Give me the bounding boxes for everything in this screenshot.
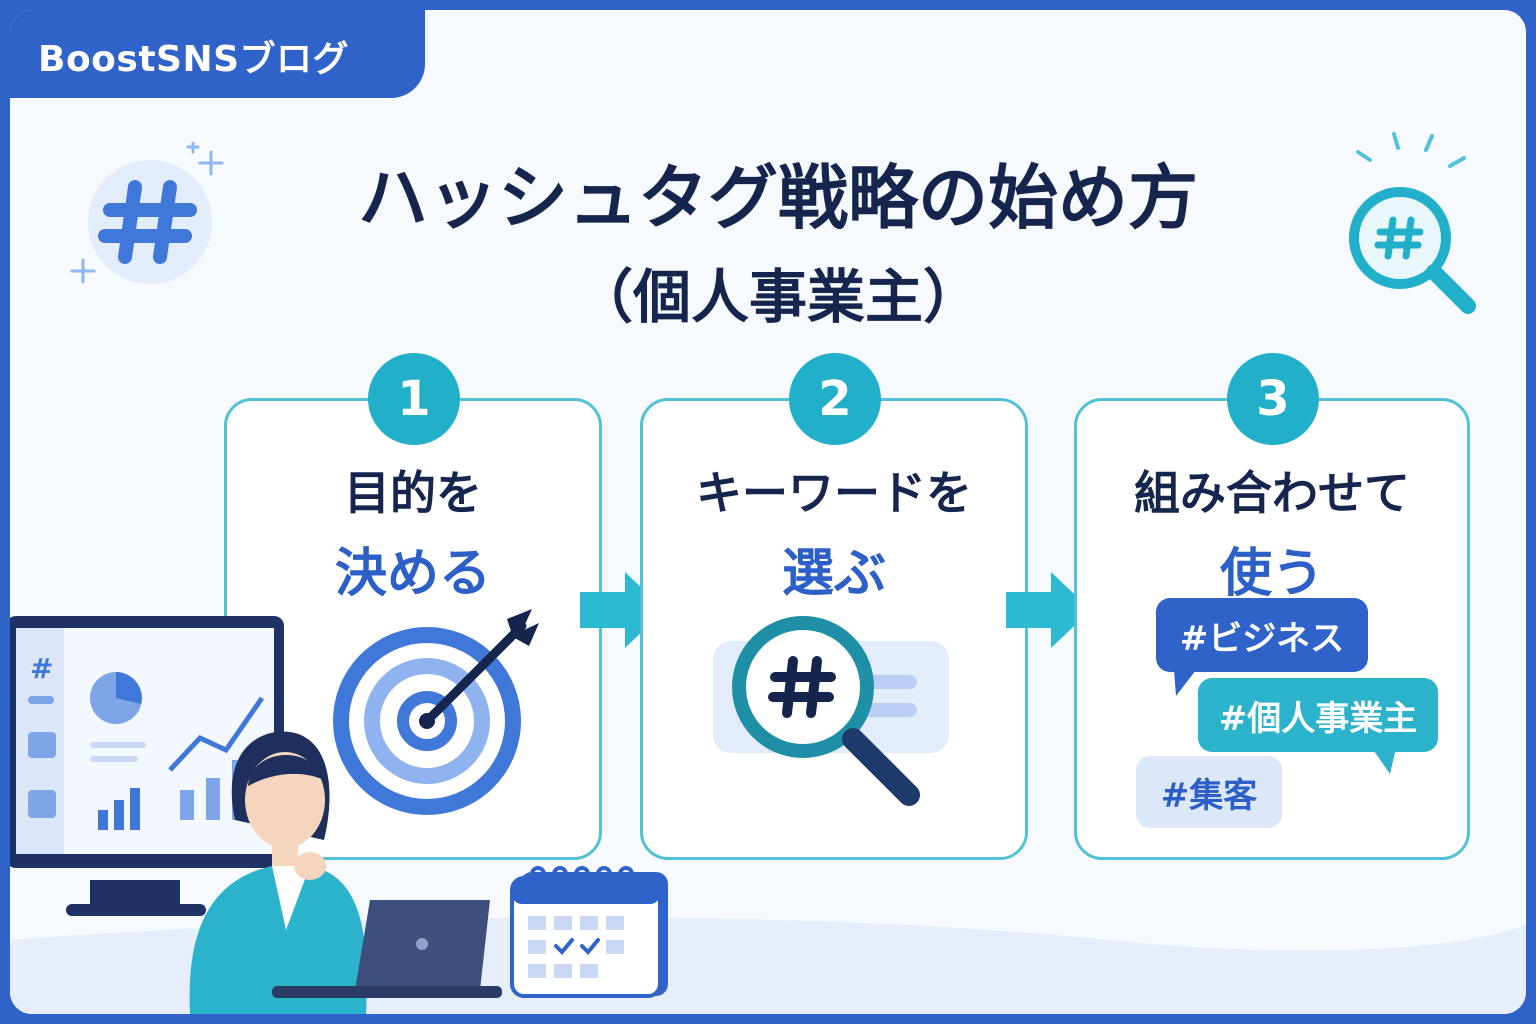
hashtag-chip-sole-proprietor[interactable]: #個人事業主	[1198, 678, 1438, 752]
step-number-1: 1	[368, 353, 460, 445]
page-subtitle: （個人事業主）	[574, 263, 981, 331]
magnifier-hashtag-icon	[713, 616, 949, 806]
infographic-frame: BoostSNSブログ ハッシュタグ戦略の始め方 （個人事業主）	[10, 10, 1526, 1014]
page-title: ハッシュタグ戦略の始め方	[358, 157, 1198, 239]
brand-tab[interactable]: BoostSNSブログ	[10, 10, 425, 98]
step-number-3: 3	[1227, 353, 1319, 445]
hashtag-chip-business[interactable]: #ビジネス	[1156, 598, 1368, 672]
monitor-hashtag-icon: #	[30, 652, 53, 685]
tag-pointer	[1372, 748, 1396, 774]
step-card-2: 2 キーワードを 選ぶ	[640, 353, 1028, 860]
hashtag-chip-customer-acquisition[interactable]: #集客	[1136, 756, 1282, 828]
step-1-line2: 決める	[334, 544, 491, 604]
hashtag-badge-icon	[70, 142, 224, 284]
step-3-line1: 組み合わせて	[1134, 466, 1410, 520]
tag-pointer	[1174, 670, 1196, 696]
arrow-right-icon	[1006, 572, 1091, 648]
brand-name: BoostSNSブログ	[38, 39, 350, 80]
step-1-line1: 目的を	[344, 466, 482, 520]
target-icon	[333, 609, 539, 815]
step-3-line2: 使う	[1219, 544, 1324, 604]
step-2-line2: 選ぶ	[781, 544, 886, 604]
step-2-line1: キーワードを	[696, 466, 972, 520]
magnifier-hashtag-deco-icon	[1349, 132, 1476, 314]
step-number-2: 2	[789, 353, 881, 445]
workspace-illustration: #	[10, 616, 700, 1014]
